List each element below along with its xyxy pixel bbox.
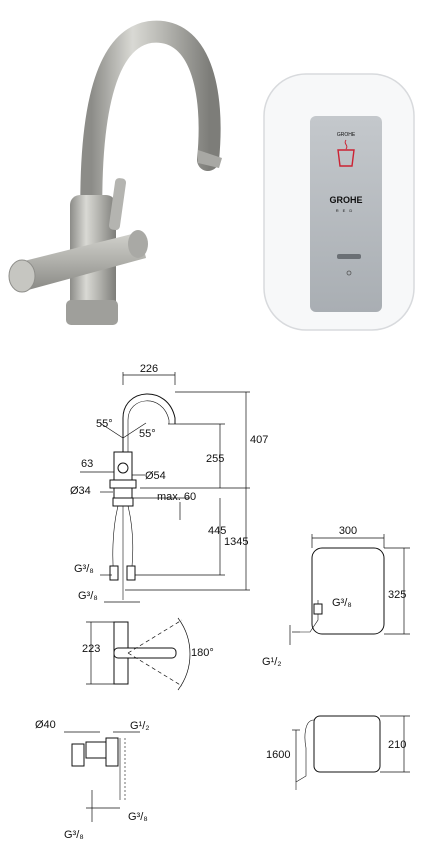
dim-hose-length: 445 (208, 525, 226, 537)
dim-connection-1: G³/₈ (74, 563, 94, 575)
dim-spout-vertical: 255 (206, 453, 224, 465)
dim-boiler-inlet: G³/₈ (332, 597, 352, 609)
boiler-photo: GROHE GROHE RED (263, 73, 415, 331)
dim-filter-diameter: Ø40 (35, 719, 56, 731)
dim-angle-right: 55° (139, 428, 156, 440)
dim-boiler-height: 325 (388, 589, 406, 601)
dim-filter-outlet-right: G³/₈ (128, 811, 148, 823)
filter-drawing: Ø40 G¹/₂ G³/₈ G³/₈ (35, 719, 150, 841)
dim-lever-height: 223 (82, 643, 100, 655)
boiler-drawing: 300 325 G³/₈ G¹/₂ (262, 525, 410, 668)
rotation-drawing: 223 180° (82, 617, 214, 691)
boiler-logo-small: GROHE (337, 132, 356, 138)
dim-angle-left: 55° (96, 418, 113, 430)
dim-connection-2: G³/₈ (78, 590, 98, 602)
dim-total-length: 1345 (224, 536, 248, 548)
dim-body-diameter: Ø54 (145, 470, 166, 482)
dim-boiler-width: 300 (339, 525, 357, 537)
boiler-logo-sub: RED (336, 208, 356, 213)
dim-rotation-angle: 180° (191, 647, 214, 659)
dim-boiler-hose: 1600 (266, 749, 290, 761)
dim-filter-inlet: G¹/₂ (130, 720, 150, 732)
dim-spout-height: 407 (250, 434, 268, 446)
boiler-logo-brand: GROHE (329, 195, 362, 205)
dim-boiler-outlet: G¹/₂ (262, 656, 282, 668)
boiler-side-drawing: 210 1600 (266, 715, 410, 790)
dim-base-offset: 63 (81, 458, 93, 470)
cup-icon (337, 149, 355, 167)
faucet-photo (8, 20, 222, 325)
dim-max-deck: max. 60 (157, 491, 196, 503)
dim-base-diameter: Ø34 (70, 485, 91, 497)
mixer-drawing: 226 407 255 55° 55° 63 Ø54 Ø34 max. 60 4… (70, 363, 268, 603)
dim-boiler-depth: 210 (388, 739, 406, 751)
dim-filter-outlet-bottom: G³/₈ (64, 829, 84, 841)
dim-reach: 226 (140, 363, 158, 375)
